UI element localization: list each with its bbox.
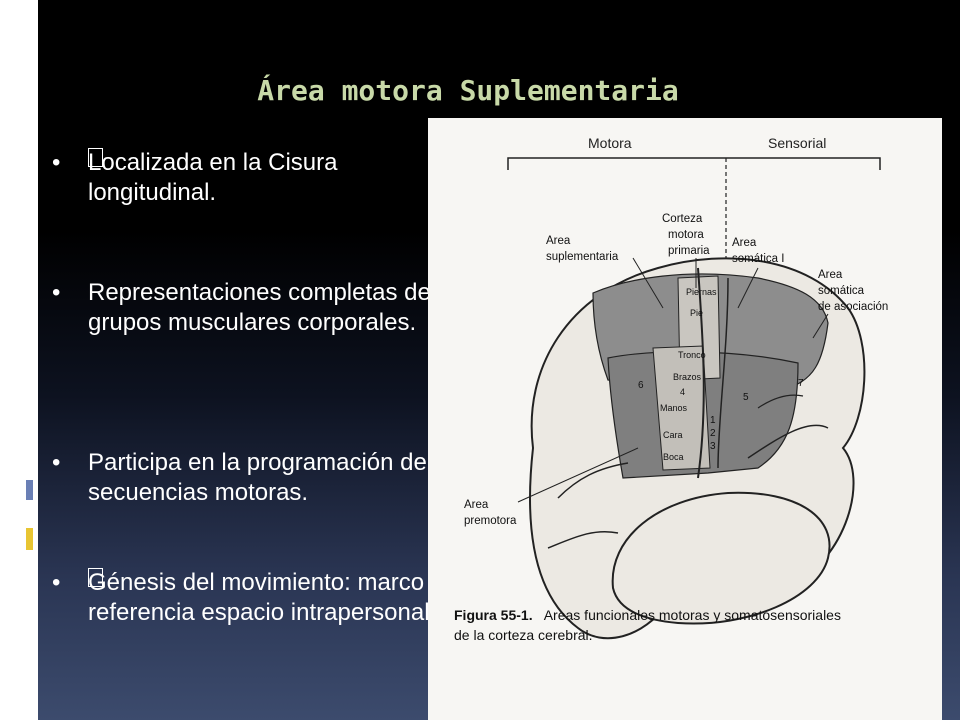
area-number-5: 5 xyxy=(743,392,749,403)
label-somatica1-2: somática I xyxy=(732,253,784,265)
label-asociacion-1: Area xyxy=(818,269,843,281)
primary-motor-strip-lateral xyxy=(652,345,711,471)
bullet-dot-icon: • xyxy=(52,149,61,176)
label-tronco: Tronco xyxy=(678,350,706,360)
sulcus-3 xyxy=(747,424,829,459)
left-strip xyxy=(0,0,38,720)
brain-figure: Motora Sensorial Piernas Pie xyxy=(428,118,942,720)
label-primaria-3: primaria xyxy=(668,245,710,257)
leader-suplementaria xyxy=(632,257,664,309)
leader-somatica1 xyxy=(737,267,759,309)
figure-caption-line2: de la corteza cerebral. xyxy=(454,627,593,643)
label-asociacion-2: somática xyxy=(818,285,865,297)
header-motora: Motora xyxy=(588,135,632,151)
label-primaria-2: motora xyxy=(668,229,704,241)
page-title: Área motora Suplementaria xyxy=(257,74,679,107)
sulcus-4 xyxy=(557,462,629,499)
figure-caption-line1: Figura 55-1. Areas funcionales motoras y… xyxy=(454,607,841,623)
bullet-text: Representaciones completas de grupos mus… xyxy=(88,279,431,336)
corner-decoration xyxy=(10,0,38,90)
accent-bars xyxy=(26,480,36,554)
label-boca: Boca xyxy=(663,452,684,462)
accent-bar-yellow xyxy=(26,528,33,550)
leader-asociacion xyxy=(812,313,829,339)
missing-glyph-icon xyxy=(88,568,103,587)
label-manos: Manos xyxy=(660,403,688,413)
bullet-text: Génesis del movimiento: marco de referen… xyxy=(88,568,458,626)
bullet-text: Localizada en la Cisura longitudinal. xyxy=(88,148,338,206)
label-somatica1-1: Area xyxy=(732,237,757,249)
label-cara: Cara xyxy=(663,430,683,440)
area-number-6: 6 xyxy=(638,380,644,391)
bullet-dot-icon: • xyxy=(52,449,61,476)
area-number-7: 7 xyxy=(798,378,804,389)
header-sensorial: Sensorial xyxy=(768,135,826,151)
central-sulcus xyxy=(697,267,705,479)
temporal-lobe xyxy=(611,491,831,625)
bullet-dot-icon: • xyxy=(52,279,61,306)
label-4: 4 xyxy=(680,387,685,397)
label-brazos: Brazos xyxy=(673,372,702,382)
corner-lines-icon xyxy=(12,10,32,90)
label-premotora-2: premotora xyxy=(464,515,517,527)
label-suplementaria-2: suplementaria xyxy=(546,251,619,263)
accent-bar-blue xyxy=(26,480,33,500)
label-pie: Pie xyxy=(690,308,703,318)
bullet-text: Participa en la programación de secuenci… xyxy=(88,449,427,506)
label-asociacion-3: de asociación xyxy=(818,301,888,313)
area-number-1: 1 xyxy=(710,415,716,426)
sulcus-2 xyxy=(717,277,729,469)
label-premotora-1: Area xyxy=(464,499,489,511)
label-primaria-1: Corteza xyxy=(662,213,703,225)
missing-glyph-icon xyxy=(88,148,103,167)
area-number-2: 2 xyxy=(710,428,716,439)
bullet-dot-icon: • xyxy=(52,569,61,596)
header-bracket xyxy=(507,157,881,170)
label-suplementaria-1: Area xyxy=(546,235,571,247)
area-number-3: 3 xyxy=(710,441,716,452)
accent-bar-white xyxy=(26,504,33,524)
sulcus-5 xyxy=(547,530,619,549)
leader-premotora xyxy=(517,447,639,503)
label-piernas: Piernas xyxy=(686,287,717,297)
sulcus-6 xyxy=(757,394,804,409)
brain-diagram: Motora Sensorial Piernas Pie xyxy=(454,135,888,643)
